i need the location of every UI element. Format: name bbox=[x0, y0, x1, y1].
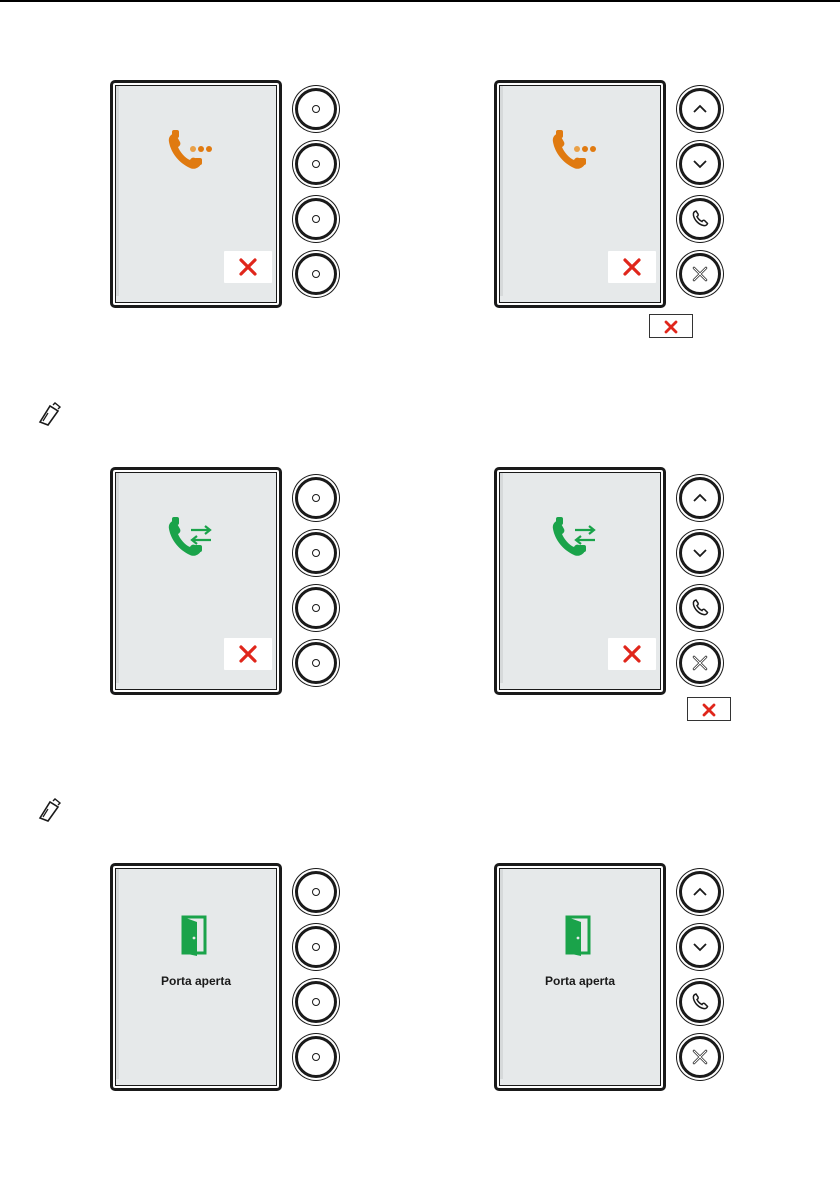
chevron-down-icon bbox=[689, 936, 711, 958]
note-pencil-icon bbox=[36, 402, 62, 426]
chevron-up-icon bbox=[689, 98, 711, 120]
chevron-up-icon bbox=[689, 881, 711, 903]
phone-button-icon bbox=[689, 208, 711, 230]
close-key-legend bbox=[649, 314, 693, 338]
down-button[interactable] bbox=[679, 532, 721, 574]
panel-door-right: Porta aperta bbox=[494, 863, 736, 1093]
answer-button[interactable] bbox=[679, 198, 721, 240]
side-button-3[interactable] bbox=[295, 587, 337, 629]
answer-button[interactable] bbox=[679, 587, 721, 629]
panel-calling-right bbox=[494, 80, 736, 310]
down-button[interactable] bbox=[679, 926, 721, 968]
top-rule bbox=[0, 0, 840, 2]
phone-button-icon bbox=[689, 991, 711, 1013]
side-button-4[interactable] bbox=[295, 642, 337, 684]
close-button[interactable] bbox=[608, 251, 656, 283]
door-open-icon bbox=[179, 914, 213, 958]
chevron-down-icon bbox=[689, 153, 711, 175]
phone-button-icon bbox=[689, 597, 711, 619]
close-button[interactable] bbox=[224, 251, 272, 283]
panel-connected-right bbox=[494, 467, 736, 697]
close-button[interactable] bbox=[224, 638, 272, 670]
side-button-1[interactable] bbox=[295, 477, 337, 519]
side-button-4[interactable] bbox=[295, 253, 337, 295]
close-x-icon bbox=[663, 319, 679, 335]
panel-door-left: Porta aperta bbox=[110, 863, 352, 1093]
note-pencil-icon bbox=[36, 798, 62, 822]
close-x-icon bbox=[701, 702, 717, 718]
side-button-2[interactable] bbox=[295, 532, 337, 574]
door-status-label: Porta aperta bbox=[113, 974, 279, 988]
down-button[interactable] bbox=[679, 143, 721, 185]
up-button[interactable] bbox=[679, 477, 721, 519]
side-button-1[interactable] bbox=[295, 88, 337, 130]
side-button-3[interactable] bbox=[295, 981, 337, 1023]
close-key-legend bbox=[687, 697, 731, 721]
device-screen: Porta aperta bbox=[494, 863, 666, 1091]
x-circle-icon bbox=[689, 652, 711, 674]
x-circle-icon bbox=[689, 263, 711, 285]
phone-connected-icon bbox=[545, 514, 605, 564]
chevron-up-icon bbox=[689, 487, 711, 509]
device-screen bbox=[494, 80, 666, 308]
phone-calling-icon bbox=[161, 127, 221, 177]
close-button[interactable] bbox=[608, 638, 656, 670]
door-open-icon bbox=[563, 914, 597, 958]
phone-connected-icon bbox=[161, 514, 221, 564]
hangup-button[interactable] bbox=[679, 253, 721, 295]
hangup-button[interactable] bbox=[679, 642, 721, 684]
x-circle-icon bbox=[689, 1046, 711, 1068]
side-button-3[interactable] bbox=[295, 198, 337, 240]
side-button-2[interactable] bbox=[295, 926, 337, 968]
side-button-1[interactable] bbox=[295, 871, 337, 913]
panel-connected-left bbox=[110, 467, 352, 697]
phone-calling-icon bbox=[545, 127, 605, 177]
chevron-down-icon bbox=[689, 542, 711, 564]
device-screen bbox=[494, 467, 666, 695]
panel-calling-left bbox=[110, 80, 352, 310]
hangup-button[interactable] bbox=[679, 1036, 721, 1078]
up-button[interactable] bbox=[679, 88, 721, 130]
device-screen bbox=[110, 467, 282, 695]
side-button-4[interactable] bbox=[295, 1036, 337, 1078]
side-button-2[interactable] bbox=[295, 143, 337, 185]
device-screen: Porta aperta bbox=[110, 863, 282, 1091]
up-button[interactable] bbox=[679, 871, 721, 913]
device-screen bbox=[110, 80, 282, 308]
door-status-label: Porta aperta bbox=[497, 974, 663, 988]
answer-button[interactable] bbox=[679, 981, 721, 1023]
